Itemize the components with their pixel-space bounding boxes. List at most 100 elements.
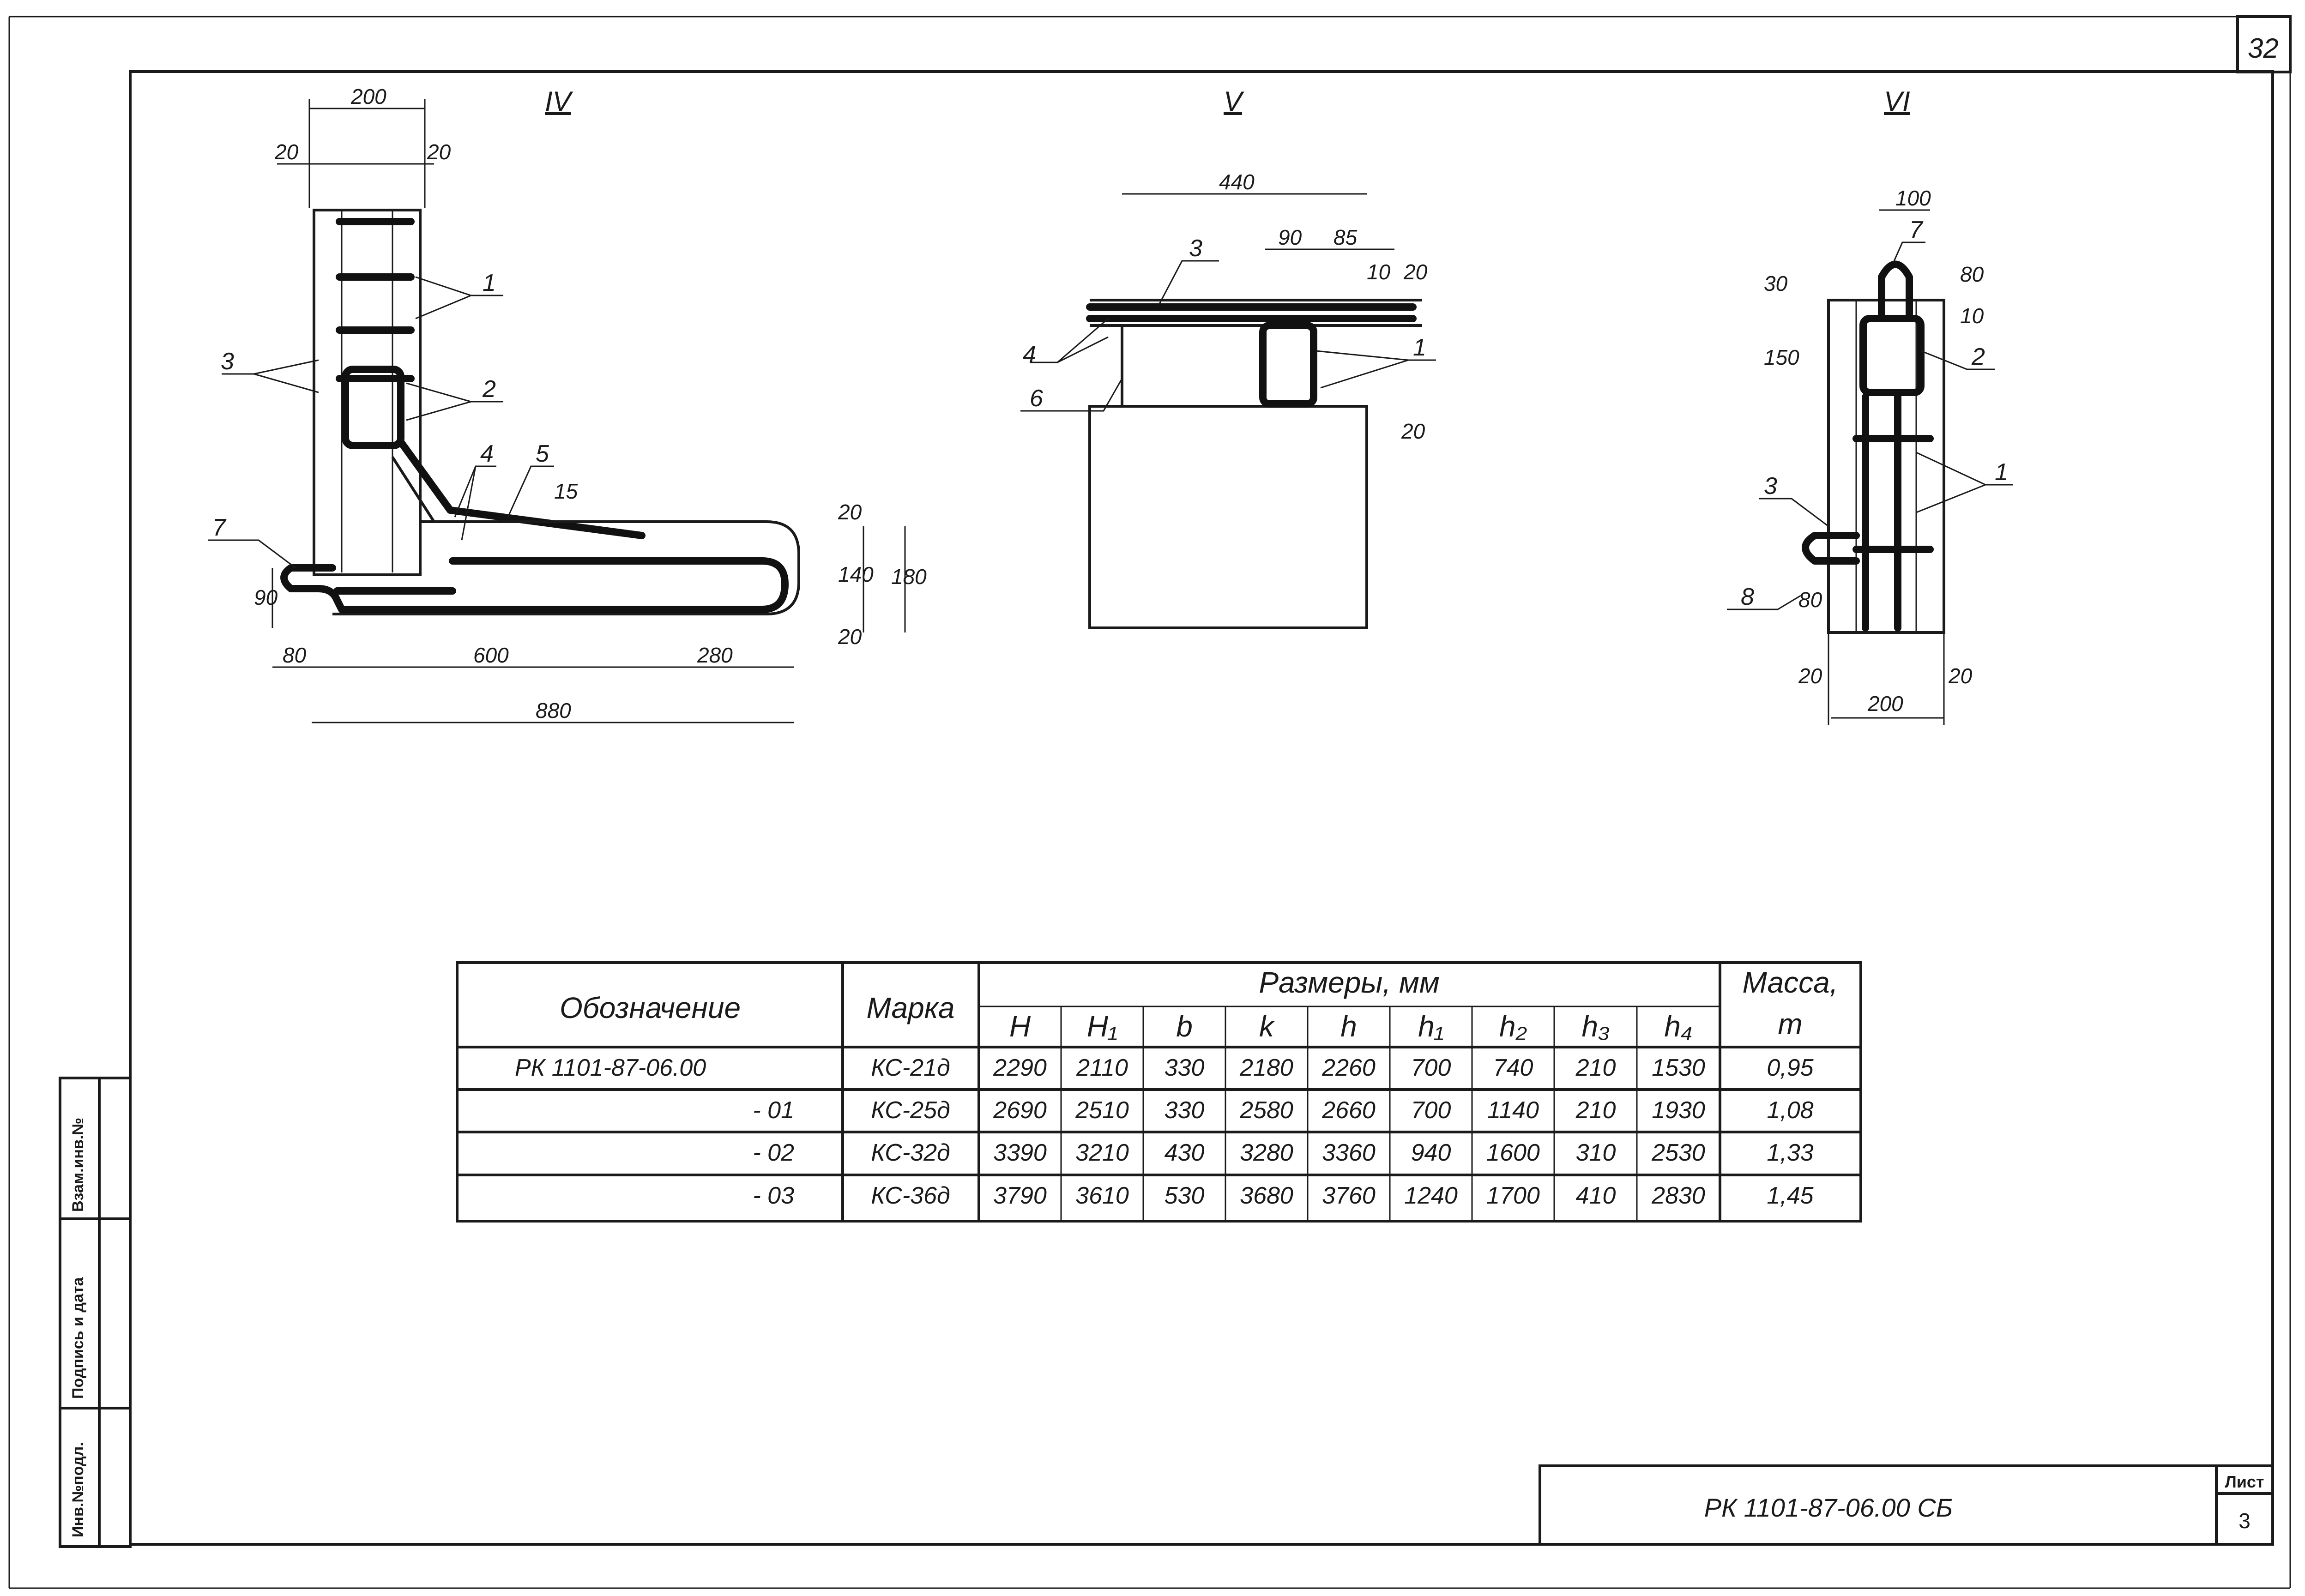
cell-mark: КС-25д <box>871 1097 950 1124</box>
dim-vi-30: 30 <box>1764 271 1788 295</box>
table-dim-header: k <box>1259 1010 1275 1043</box>
dim-iv-20-top: 20 <box>838 500 862 524</box>
dim-v-10: 10 <box>1367 260 1391 284</box>
cell-dimension-value: 1530 <box>1652 1054 1705 1081</box>
dim-iv-200: 200 <box>350 84 386 108</box>
sheet-label: Лист <box>2225 1472 2264 1491</box>
cell-dimension-value: 3360 <box>1322 1139 1376 1166</box>
cell-dimension-value: 3610 <box>1075 1182 1129 1209</box>
cell-dimension-value: 2580 <box>1239 1097 1293 1124</box>
table-dim-header: H <box>1009 1010 1031 1043</box>
title-block-border <box>1539 1464 2274 1546</box>
callout-vi-7-leader <box>1892 241 1925 264</box>
cell-designation: - 02 <box>753 1139 794 1166</box>
callout-iv-1: 1 <box>483 270 496 296</box>
callout-vi-3-leader <box>1759 498 1829 527</box>
callout-iv-3: 3 <box>221 348 234 375</box>
cell-mass: 1,33 <box>1767 1139 1813 1166</box>
callout-v-1-leader <box>1315 350 1436 389</box>
table-header-mass-unit: т <box>1778 1007 1802 1041</box>
dim-iv-880: 880 <box>536 699 571 723</box>
section-iv-u-bar <box>280 557 789 613</box>
cell-dimension-value: 2260 <box>1321 1054 1376 1081</box>
callout-vi-8-leader <box>1727 595 1801 610</box>
callout-iv-1-leader <box>415 276 503 319</box>
cell-dimension-value: 3680 <box>1240 1182 1293 1209</box>
cell-dimension-value: 1240 <box>1404 1182 1458 1209</box>
dim-vi-200: 200 <box>1867 692 1903 716</box>
callout-iv-7-leader <box>208 539 296 569</box>
section-vi-bars <box>1852 393 1934 632</box>
callout-vi-1-leader <box>1916 452 2013 513</box>
dim-iv-90: 90 <box>254 585 278 609</box>
dim-vi-10: 10 <box>1960 304 1984 328</box>
callout-iv-3-leader <box>222 359 319 393</box>
cell-dimension-value: 700 <box>1411 1097 1451 1124</box>
cell-dimension-value: 2690 <box>993 1097 1047 1124</box>
cell-dimension-value: 740 <box>1493 1054 1533 1081</box>
cell-dimension-value: 310 <box>1576 1139 1616 1166</box>
cell-mass: 1,45 <box>1767 1182 1814 1209</box>
table-dim-col-lines <box>1060 1006 1638 1221</box>
dim-v-85: 85 <box>1334 225 1358 249</box>
dim-vi-80-bottom: 80 <box>1798 588 1822 612</box>
page-number: 32 <box>2248 33 2279 64</box>
cell-designation: РК 1101-87-06.00 <box>515 1054 706 1081</box>
cell-dimension-value: 1930 <box>1652 1097 1705 1124</box>
specification-table: Обозначение Марка Размеры, мм Масса, т H… <box>456 961 1862 1223</box>
cell-dimension-value: 3280 <box>1240 1139 1293 1166</box>
callout-v-4: 4 <box>1023 341 1036 368</box>
cell-dimension-value: 330 <box>1165 1097 1205 1124</box>
dim-v-440: 440 <box>1219 170 1255 194</box>
callout-iv-5: 5 <box>536 440 549 467</box>
cell-dimension-value: 3790 <box>993 1182 1047 1209</box>
cell-dimension-value: 3390 <box>993 1139 1047 1166</box>
cell-dimension-value: 3210 <box>1075 1139 1129 1166</box>
callout-v-3: 3 <box>1189 235 1202 262</box>
dim-v-90: 90 <box>1278 225 1302 249</box>
cell-dimension-value: 2830 <box>1651 1182 1705 1209</box>
table-header-designation: Обозначение <box>560 991 741 1024</box>
stamp-border <box>59 1077 132 1548</box>
callout-iv-2: 2 <box>482 376 496 403</box>
section-iv-slope-outline <box>391 456 642 523</box>
dim-iv-280: 280 <box>697 643 733 667</box>
cell-mass: 0,95 <box>1767 1054 1814 1081</box>
callout-v-4-leader <box>1030 318 1109 363</box>
section-vi-title: VI <box>1884 86 1910 117</box>
section-v-base-block <box>1088 405 1368 629</box>
cell-mark: КС-21д <box>871 1054 950 1081</box>
dim-iv-600: 600 <box>473 643 509 667</box>
table-header-sizes: Размеры, мм <box>1259 966 1439 999</box>
page-number-box <box>2236 15 2292 73</box>
section-iv-ladder-bars <box>336 218 415 382</box>
sheet-number: 3 <box>2239 1509 2251 1533</box>
section-v-stirrup <box>1259 322 1317 408</box>
section-v-title: V <box>1224 86 1244 117</box>
cell-dimension-value: 2510 <box>1075 1097 1129 1124</box>
dim-iv-20-left: 20 <box>274 140 299 164</box>
cell-mark: КС-32д <box>871 1139 950 1166</box>
cell-designation: - 01 <box>753 1097 794 1124</box>
section-vi-anchor <box>1802 532 1860 565</box>
section-vi-hook <box>1878 260 1913 318</box>
section-iv-stirrup <box>342 366 404 449</box>
section-iv-title: IV <box>545 86 573 117</box>
cell-mark: КС-36д <box>871 1182 950 1209</box>
cell-dimension-value: 2290 <box>993 1054 1047 1081</box>
cell-dimension-value: 700 <box>1411 1054 1451 1081</box>
callout-v-3-leader <box>1158 260 1219 305</box>
cell-dimension-value: 2530 <box>1651 1139 1705 1166</box>
section-vi: VI 100 30 150 80 10 80 20 200 20 7 2 1 3… <box>1727 86 2013 725</box>
section-iv-inclined-bar <box>398 440 646 539</box>
callout-vi-2: 2 <box>1971 343 1985 370</box>
dim-vi-80-top: 80 <box>1960 262 1984 286</box>
dim-v-20-bottom: 20 <box>1401 419 1425 443</box>
stamp-inv-podl: Инв.№подл. <box>69 1442 87 1537</box>
table-dim-header: h₄ <box>1664 1010 1692 1043</box>
dim-vi-20-left: 20 <box>1798 664 1822 688</box>
